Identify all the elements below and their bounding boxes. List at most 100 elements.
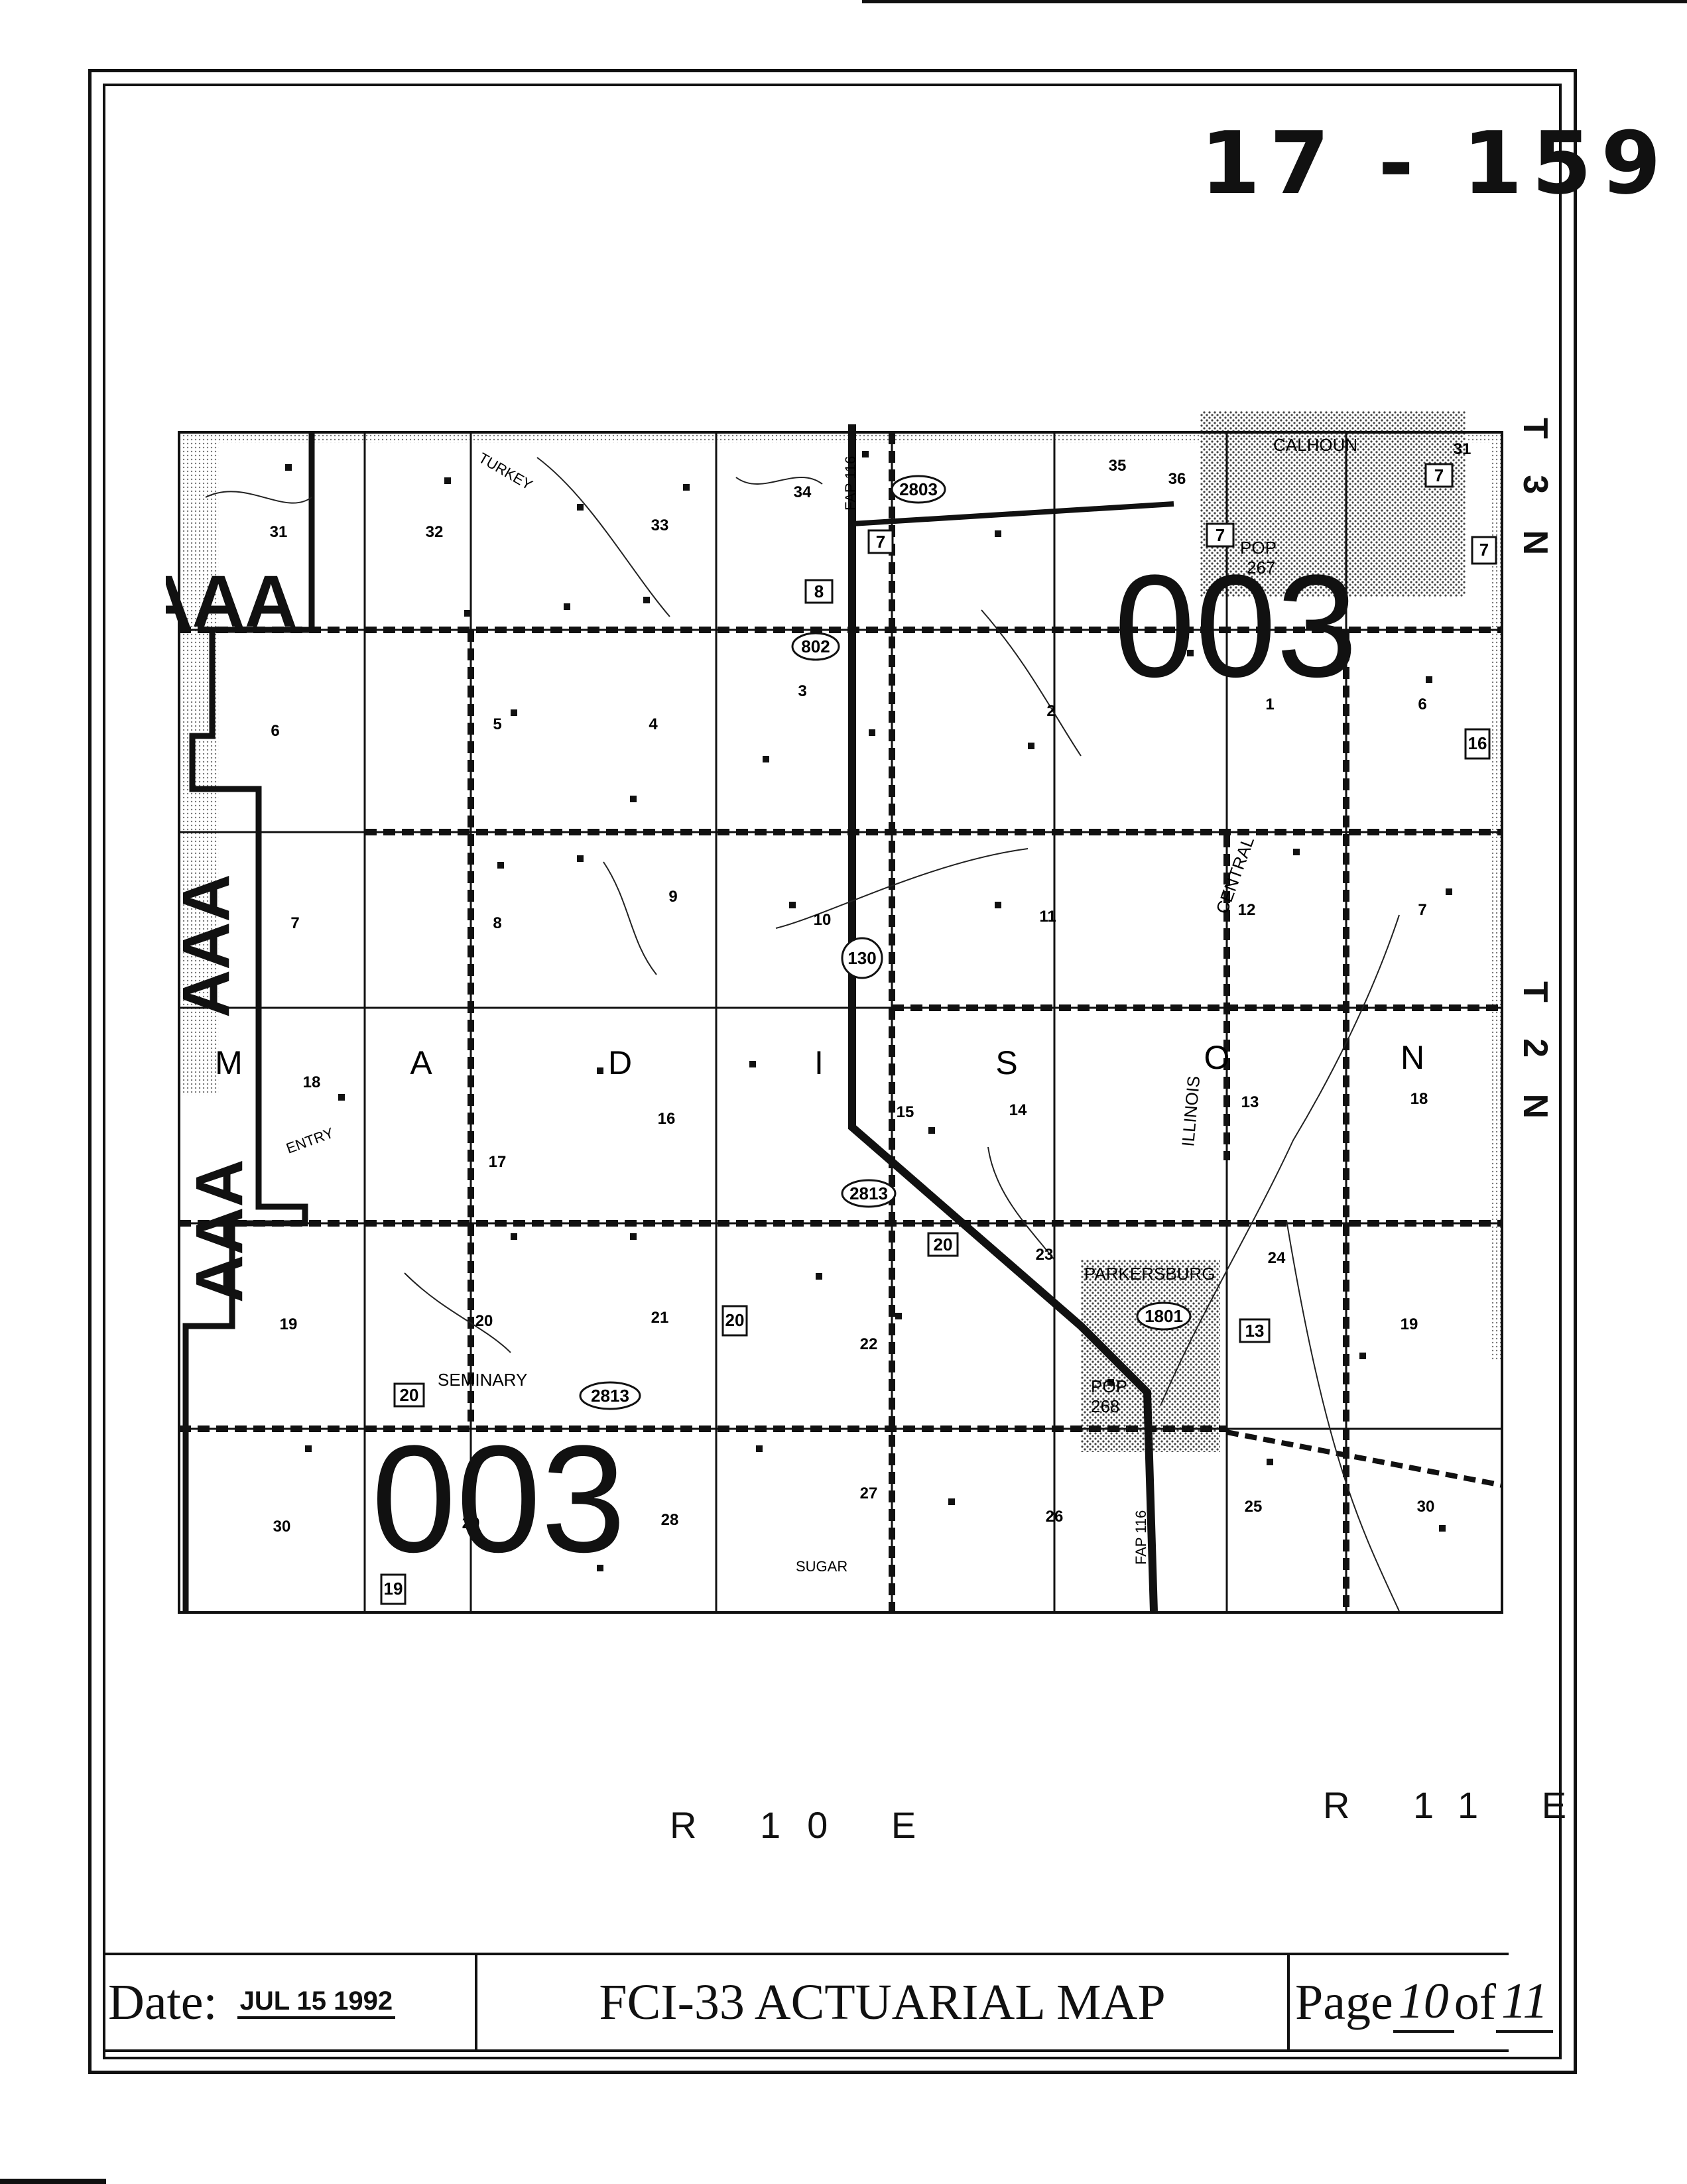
township-north-label: T 3 N [1516,418,1554,569]
section-number: 35 [1109,457,1127,475]
sugar-label: SUGAR [796,1558,847,1575]
route-shield-2813-west: 2813 [591,1386,629,1406]
svg-text:A: A [410,1044,432,1081]
section-number: 12 [1238,901,1256,919]
section-number: 29 [462,1514,480,1532]
township-name: M A D I S O N [215,1039,1424,1081]
section-number: 34 [794,483,812,501]
section-number: 19 [280,1315,298,1333]
calhoun-pop-value: 267 [1247,558,1275,577]
highway-route-7 [851,501,1174,526]
zone-label-aaa-south: AAA [182,1159,257,1303]
svg-text:M: M [215,1044,243,1081]
section-number: 1 [1265,696,1274,713]
section-number: 4 [649,715,658,733]
title-block: Date: JUL 15 1992 FCI-33 ACTUARIAL MAP P… [103,1953,1554,2052]
top-edge-line [862,0,1687,3]
section-number: 14 [1009,1101,1027,1119]
north-stipple [179,432,1499,443]
route-shield-2813-east: 2813 [849,1183,888,1203]
calhoun-label: CALHOUN [1273,435,1357,455]
map-title-cell: FCI-33 ACTUARIAL MAP [477,1955,1290,2049]
section-number: 8 [493,914,501,932]
svg-text:7: 7 [876,532,885,552]
section-number: 31 [1454,440,1471,458]
roads [179,432,1502,1612]
zone-label-aaa-middle: AAA [169,874,243,1018]
svg-text:16: 16 [1468,733,1487,753]
page-label: Page [1295,1974,1393,2030]
map-boundary [178,431,1503,1614]
fap-116-bottom-label: FAP 116 [1133,1510,1149,1565]
svg-text:20: 20 [934,1235,953,1254]
streams [205,457,1400,1612]
highway-fap-116 [848,424,1158,1612]
section-number: 21 [651,1309,669,1327]
calhoun-pop-label: POP. [1240,538,1279,558]
section-number: 15 [897,1103,914,1121]
svg-text:7: 7 [1479,540,1489,560]
east-stipple [1492,432,1501,1361]
route-shield-802: 802 [801,637,830,656]
route-13-road [1226,1429,1503,1488]
route-shields: 2803 802 130 2813 1801 2813 [579,475,1192,1410]
svg-text:8: 8 [814,581,824,601]
township-map: 2803 802 130 2813 1801 2813 7 8 7 7 7 16… [139,398,1558,1644]
page-of-label: of [1454,1974,1497,2030]
section-number: 24 [1268,1249,1286,1267]
svg-text:I: I [814,1044,824,1081]
range-left-label: R 10 E [670,1804,943,1846]
section-number: 26 [1046,1508,1064,1526]
section-number: 18 [1410,1090,1428,1108]
section-number: 9 [668,888,677,906]
zone-boundary [182,432,315,1611]
svg-text:20: 20 [725,1310,745,1330]
zone-labels: AAA 003 AAA AAA 003 [139,544,1357,1584]
section-number: 7 [1418,901,1426,919]
section-number: 30 [1417,1498,1435,1516]
outer-frame [88,69,1577,2074]
map-title: FCI-33 ACTUARIAL MAP [599,1974,1166,2030]
svg-text:N: N [1401,1039,1424,1076]
section-number: 16 [658,1110,676,1128]
section-number: 22 [860,1335,878,1353]
svg-text:7: 7 [1216,525,1225,545]
section-number: 20 [475,1312,493,1330]
section-number: 19 [1401,1315,1418,1333]
section-number: 5 [493,715,501,733]
route-shield-2803: 2803 [899,479,938,499]
section-number: 31 [270,523,288,541]
zone-label-003-south: 003 [371,1414,626,1584]
svg-text:20: 20 [400,1385,419,1405]
section-number: 32 [426,523,444,541]
sheet-number: 17 - 159 [1200,113,1670,213]
parkersburg-pop-value: 268 [1091,1396,1119,1416]
zone-label-003-north: 003 [1114,544,1357,707]
section-number: 25 [1245,1498,1263,1516]
page-current: 10 [1393,1972,1454,2033]
zone-label-aaa-north: AAA [166,561,297,642]
section-number: 7 [290,914,299,932]
route-shield-1801: 1801 [1145,1306,1183,1326]
fap-116-top-label: FAP 116 [842,456,859,511]
svg-text:13: 13 [1245,1321,1265,1341]
section-number: 6 [271,722,279,740]
section-number: 2 [1046,702,1055,720]
section-numbers: 31 32 33 34 35 36 31 6 5 4 3 2 1 6 7 8 9… [270,440,1471,1536]
section-number: 17 [489,1153,507,1171]
svg-text:O: O [1204,1039,1230,1076]
calhoun-town-area [1200,411,1466,597]
date-stamp: JUL 15 1992 [237,1986,396,2019]
farmsteads [285,451,1452,1571]
date-label: Date: [108,1974,218,2030]
bottom-edge-mark [0,2179,106,2184]
west-stipple [179,432,219,1095]
parkersburg-pop-label: POP. [1091,1376,1130,1396]
route-boxes: 7 8 7 7 7 16 20 20 20 13 19 [380,463,1497,1605]
section-number: 13 [1241,1093,1259,1111]
section-number: 36 [1168,470,1186,488]
date-cell: Date: JUL 15 1992 [103,1955,477,2049]
section-number: 33 [651,516,669,534]
svg-text:7: 7 [1434,465,1444,485]
illinois-label: ILLINOIS [1178,1075,1204,1147]
